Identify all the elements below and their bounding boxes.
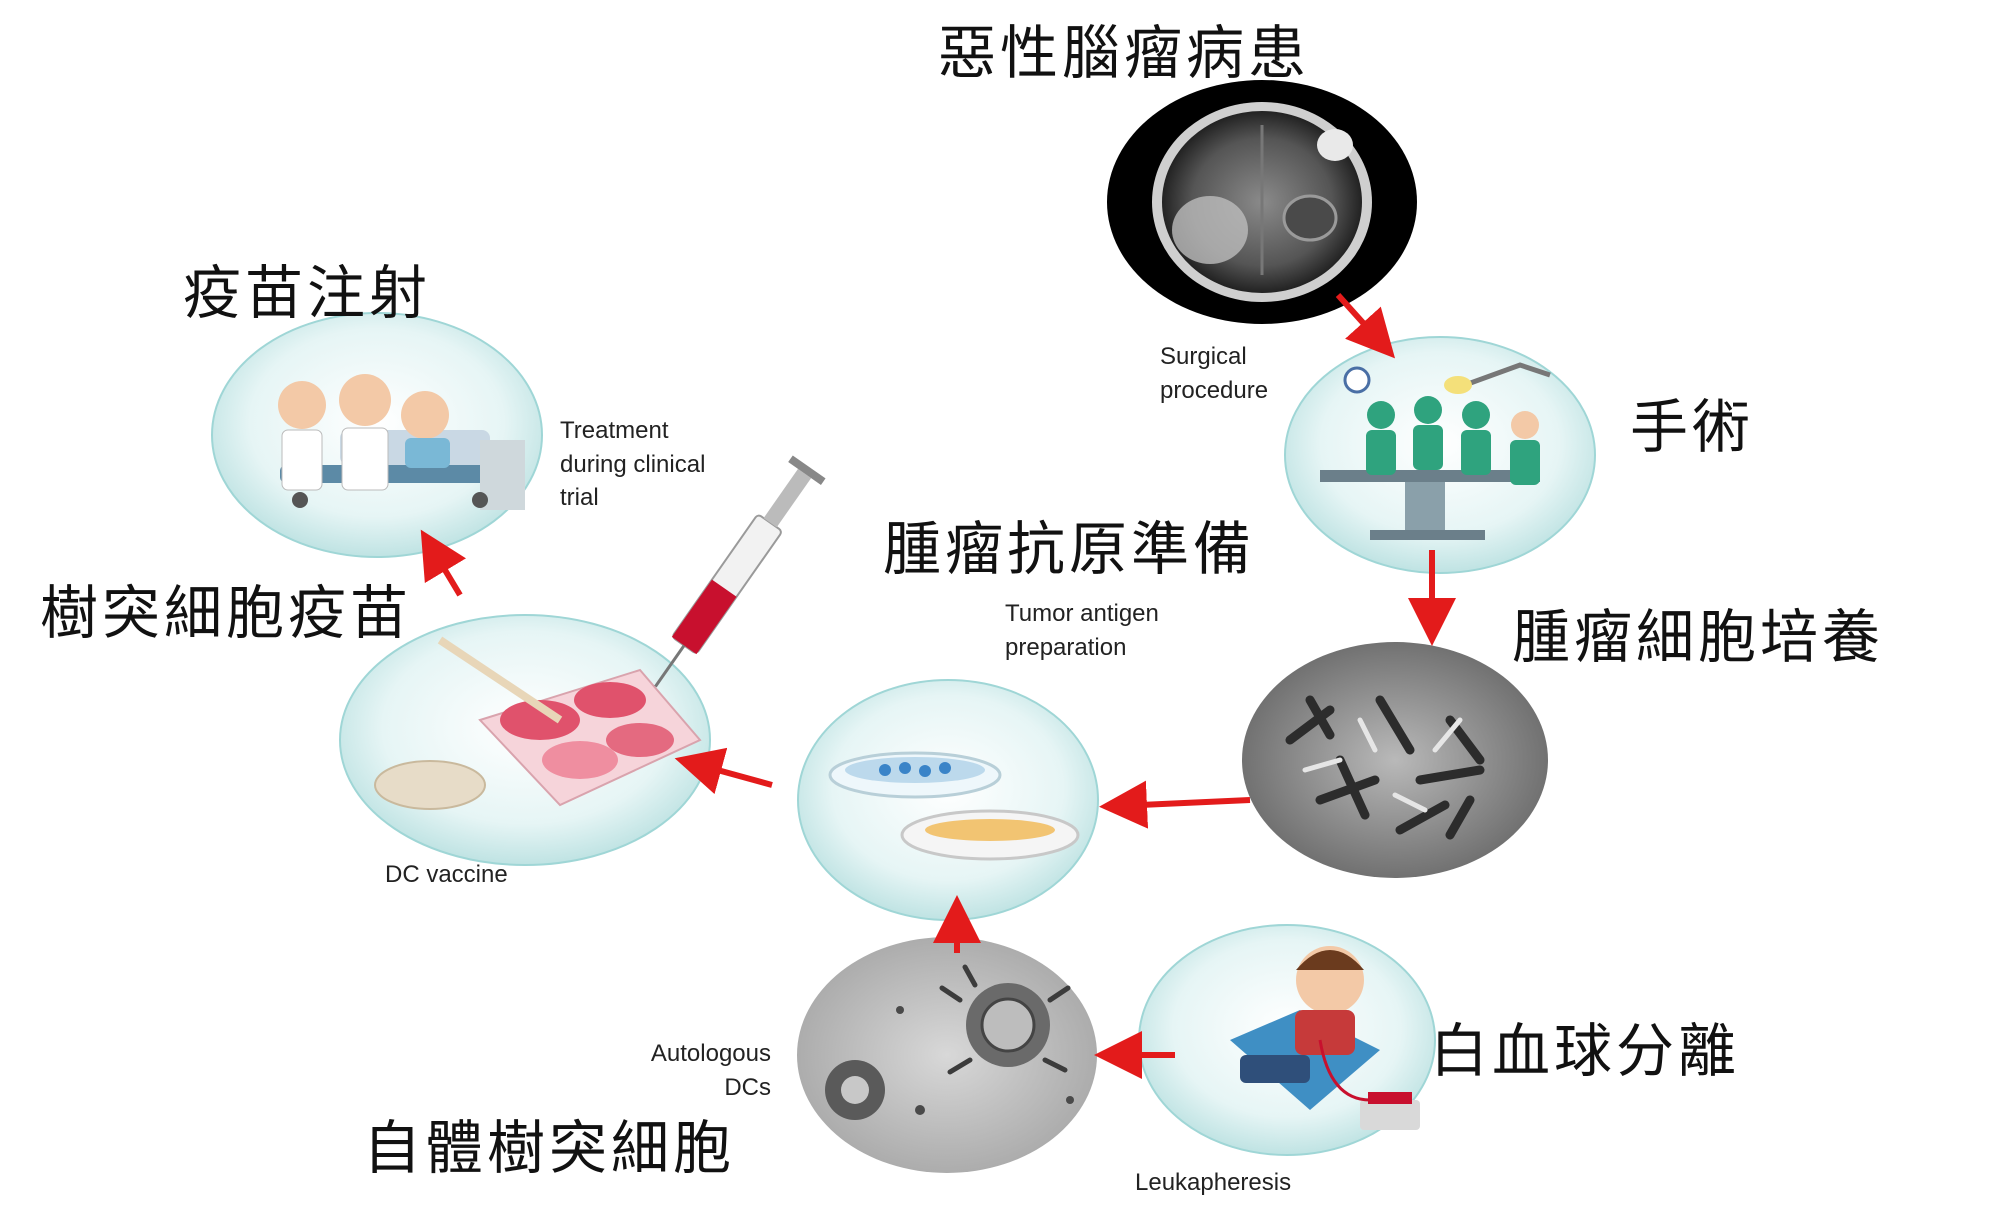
- arrow-antigen-to-vaccine: [674, 747, 773, 795]
- surgery-label: 手術: [1630, 393, 1755, 461]
- flow-arrows: [420, 292, 1456, 1079]
- autodc-caption: Autologous DCs: [650, 1040, 771, 1101]
- petri-dish-icon: [797, 679, 1099, 921]
- injection-label: 疫苗注射: [183, 259, 432, 327]
- hospital-bed-icon: [211, 312, 543, 558]
- blood-donor-icon: [1138, 924, 1436, 1156]
- antigen-caption: Tumor antigen preparation: [1005, 600, 1159, 661]
- cell-culture-icon: [1242, 642, 1548, 878]
- patient-label: 惡性腦瘤病患: [938, 19, 1311, 87]
- culture-label: 腫瘤細胞培養: [1512, 603, 1885, 671]
- dcvaccine-caption: DC vaccine: [385, 861, 508, 888]
- injection-caption: Treatment during clinical trial: [560, 417, 706, 512]
- dendritic-cell-icon: [797, 937, 1097, 1173]
- arrow-culture-to-antigen: [1099, 780, 1251, 829]
- brain-mri-icon: [1107, 80, 1417, 324]
- leuka-caption: Leukapheresis: [1135, 1169, 1292, 1196]
- leuka-label: 白血球分離: [1430, 1017, 1741, 1085]
- surgery-caption: Surgical procedure: [1160, 343, 1269, 404]
- surgery-team-icon: [1284, 336, 1596, 574]
- dcvaccine-label: 樹突細胞疫苗: [40, 579, 413, 647]
- well-plate-syringe-icon: [339, 455, 826, 866]
- autodc-label: 自體樹突細胞: [363, 1114, 736, 1182]
- arrow-vaccine-to-injection: [420, 529, 467, 597]
- arrow-patient-to-surgery: [1335, 292, 1396, 359]
- antigen-label: 腫瘤抗原準備: [883, 515, 1256, 583]
